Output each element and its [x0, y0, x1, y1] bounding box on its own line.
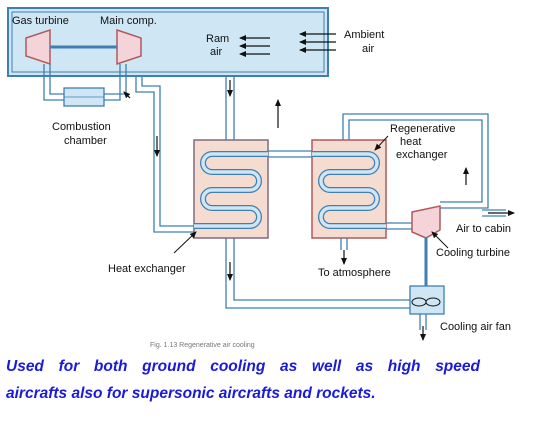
ram-air-pipe: [225, 76, 235, 140]
compressor-to-hx-pipe: [135, 76, 194, 233]
cooling-turbine-icon: [411, 205, 441, 239]
label-chamber: chamber: [64, 135, 107, 147]
label-ram: Ram: [206, 33, 229, 45]
label-combustion: Combustion: [52, 121, 111, 133]
label-ambient: Ambient: [344, 29, 384, 41]
cabin-supply-pipe: [482, 209, 506, 217]
label-heat-exchanger: Heat exchanger: [108, 263, 186, 275]
figure-caption: Fig. 1.13 Regenerative air cooling: [150, 342, 255, 349]
label-to-atmosphere: To atmosphere: [318, 267, 391, 279]
description-line-1: Used for both ground cooling as well as …: [6, 358, 480, 375]
label-regenerative: Regenerative: [390, 123, 455, 135]
label-main-comp: Main comp.: [100, 15, 157, 27]
description-text: Used for both ground cooling as well as …: [6, 353, 536, 407]
label-cooling-air-fan: Cooling air fan: [440, 321, 511, 333]
label-exchanger: exchanger: [396, 149, 448, 161]
main-compressor-icon: [116, 28, 142, 66]
label-ambient-air: air: [362, 43, 375, 55]
description-line-2: aircrafts also for supersonic aircrafts …: [6, 385, 376, 402]
label-ram-air: air: [210, 46, 223, 58]
label-heat: heat: [400, 136, 421, 148]
label-cooling-turbine: Cooling turbine: [436, 247, 510, 259]
regenerative-loop: [342, 113, 489, 209]
ram-air-duct: [7, 7, 329, 77]
cooling-air-duct: [225, 238, 410, 309]
flow-arrows: [123, 31, 469, 341]
label-air-to-cabin: Air to cabin: [456, 223, 511, 235]
label-gas-turbine: Gas turbine: [12, 15, 69, 27]
